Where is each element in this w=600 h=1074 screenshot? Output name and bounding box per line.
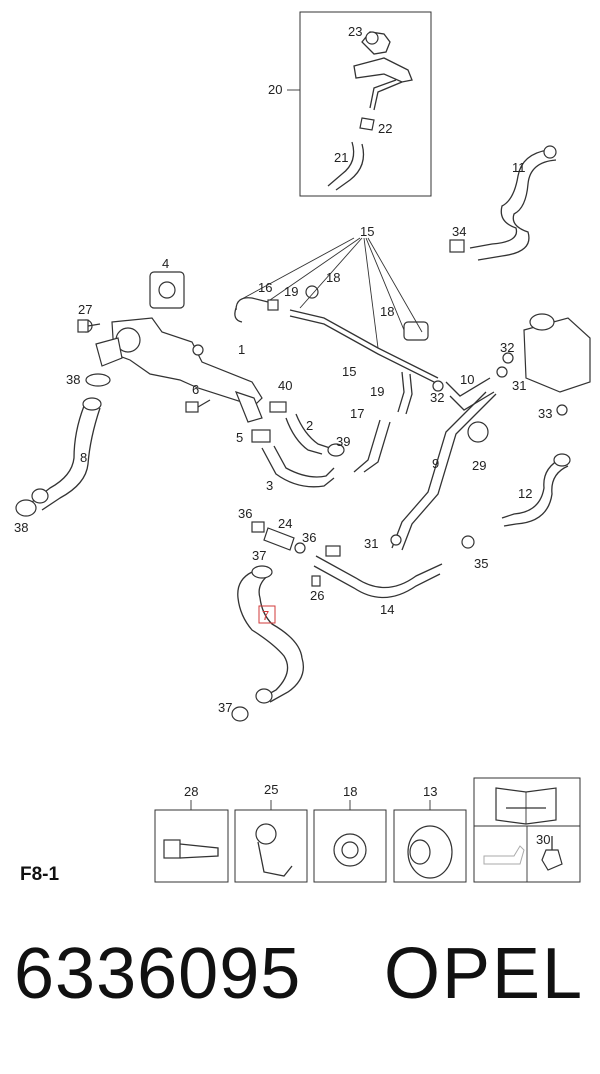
callout-17: 17 <box>350 406 364 421</box>
callout-7: 7 <box>262 608 269 623</box>
callout-15-top: 15 <box>360 224 374 239</box>
callout-19-mid: 19 <box>370 384 384 399</box>
gasket-4 <box>149 271 185 309</box>
manual-book-icon <box>495 787 557 825</box>
callout-8: 8 <box>80 450 87 465</box>
callout-4: 4 <box>162 256 169 271</box>
callout-1: 1 <box>238 342 245 357</box>
grommet-icon <box>407 825 453 879</box>
inset-box-heater-pipe <box>287 11 432 197</box>
pipe-14 <box>251 521 443 599</box>
bolts <box>77 319 211 413</box>
legend-label-13: 13 <box>423 784 437 799</box>
callout-31-bottom: 31 <box>364 536 378 551</box>
callout-34: 34 <box>452 224 466 239</box>
callout-31-top: 31 <box>512 378 526 393</box>
callout-32-top: 32 <box>500 340 514 355</box>
pipe-assembly-15 <box>234 285 439 415</box>
sensor-part-icon <box>541 836 563 871</box>
legend-label-28: 28 <box>184 784 198 799</box>
callout-23: 23 <box>348 24 362 39</box>
callout-37-top: 37 <box>252 548 266 563</box>
callout-35: 35 <box>474 556 488 571</box>
part-number: 6336095 <box>14 934 302 1014</box>
callout-38-bottom: 38 <box>14 520 28 535</box>
hoses-2-3-5 <box>251 401 345 488</box>
hoses-9-10-17 <box>353 352 514 551</box>
callout-6: 6 <box>192 382 199 397</box>
callout-36-right: 36 <box>302 530 316 545</box>
callout-11: 11 <box>512 160 526 175</box>
callout-26: 26 <box>310 588 324 603</box>
leaders-15 <box>239 237 423 349</box>
callout-labels: 23 20 22 21 11 34 15 4 16 19 18 27 18 1 … <box>14 24 552 847</box>
callout-38-top: 38 <box>66 372 80 387</box>
callout-12: 12 <box>518 486 532 501</box>
expansion-tank <box>523 313 591 393</box>
callout-24: 24 <box>278 516 292 531</box>
callout-21: 21 <box>334 150 348 165</box>
callout-22: 22 <box>378 121 392 136</box>
hose-8 <box>15 373 111 517</box>
callout-32-mid: 32 <box>430 390 444 405</box>
bracket-icon <box>255 823 293 877</box>
callout-7-highlight-box <box>258 605 276 624</box>
callout-3: 3 <box>266 478 273 493</box>
callout-2: 2 <box>306 418 313 433</box>
callout-29: 29 <box>472 458 486 473</box>
callout-40: 40 <box>278 378 292 393</box>
callout-39: 39 <box>336 434 350 449</box>
callout-14: 14 <box>380 602 394 617</box>
callout-9: 9 <box>432 456 439 471</box>
callout-27: 27 <box>78 302 92 317</box>
legend-label-25: 25 <box>264 782 278 797</box>
coolant-pipe-1 <box>79 317 263 423</box>
legend-box-25 <box>234 809 308 883</box>
clip-icon <box>333 833 367 867</box>
callout-20: 20 <box>268 82 282 97</box>
hose-11 <box>449 145 557 261</box>
callout-15-mid: 15 <box>342 364 356 379</box>
callout-5: 5 <box>236 430 243 445</box>
callout-18-mid: 18 <box>380 304 394 319</box>
oil-can-icon <box>483 845 525 865</box>
callout-10: 10 <box>460 372 474 387</box>
callout-33: 33 <box>538 406 552 421</box>
callout-19-top: 19 <box>284 284 298 299</box>
bolt-icon <box>163 839 219 859</box>
legend-label-30: 30 <box>536 832 550 847</box>
callout-18-top: 18 <box>326 270 340 285</box>
callout-36-left: 36 <box>238 506 252 521</box>
page-code: F8-1 <box>20 864 60 885</box>
hose-12 <box>461 404 571 549</box>
callout-16: 16 <box>258 280 272 295</box>
callout-37-bottom: 37 <box>218 700 232 715</box>
legend-row <box>154 777 581 883</box>
legend-label-18: 18 <box>343 784 357 799</box>
brand-name: OPEL <box>384 934 585 1014</box>
hose-7 <box>231 565 305 722</box>
